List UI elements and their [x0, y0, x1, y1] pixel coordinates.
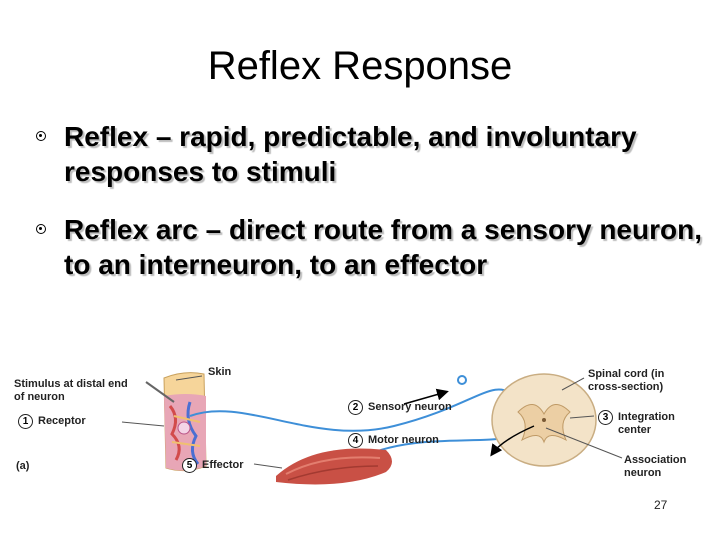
- stimulus-label: Stimulus at distal end of neuron: [14, 378, 128, 403]
- bullet-reflex: Reflex – rapid, predictable, and involun…: [36, 119, 704, 189]
- effector-label: Effector: [202, 459, 244, 471]
- muscle-effector: [276, 448, 392, 485]
- receptor-label: Receptor: [38, 415, 86, 427]
- page-number: 27: [654, 498, 668, 512]
- bullet-text: Reflex – rapid, predictable, and involun…: [64, 121, 637, 187]
- bullet-dot-icon: [36, 131, 46, 141]
- bullet-text: Reflex arc – direct route from a sensory…: [64, 214, 702, 280]
- motor-neuron-label: Motor neuron: [368, 434, 439, 446]
- step-1-number: 1: [18, 414, 33, 429]
- sensory-neuron-label: Sensory neuron: [368, 401, 452, 413]
- reflex-arc-illustration: [121, 372, 623, 485]
- step-5-number: 5: [182, 458, 197, 473]
- step-3-number: 3: [598, 410, 613, 425]
- integration-center-label: Integration center: [618, 411, 675, 436]
- skin-tissue: [163, 372, 207, 472]
- sensory-direction-arrow: [403, 388, 449, 405]
- skin-label: Skin: [208, 366, 232, 378]
- bullet-reflex-arc: Reflex arc – direct route from a sensory…: [36, 212, 704, 282]
- motor-direction-arrow: [490, 425, 535, 457]
- spinal-cord-cross-section: [491, 373, 597, 467]
- spinal-cord-label: Spinal cord (in cross-section): [588, 368, 665, 393]
- step-4-number: 4: [348, 433, 363, 448]
- stimulus-needle: [145, 381, 175, 403]
- reflex-arc-diagram: Stimulus at distal end of neuron Skin Sp…: [14, 356, 704, 496]
- slide-title: Reflex Response: [207, 44, 513, 88]
- bullet-dot-icon: [36, 224, 46, 234]
- association-neuron-label: Association neuron: [624, 454, 687, 479]
- ganglion-icon: [457, 375, 467, 385]
- panel-label: (a): [16, 460, 30, 472]
- step-2-number: 2: [348, 400, 363, 415]
